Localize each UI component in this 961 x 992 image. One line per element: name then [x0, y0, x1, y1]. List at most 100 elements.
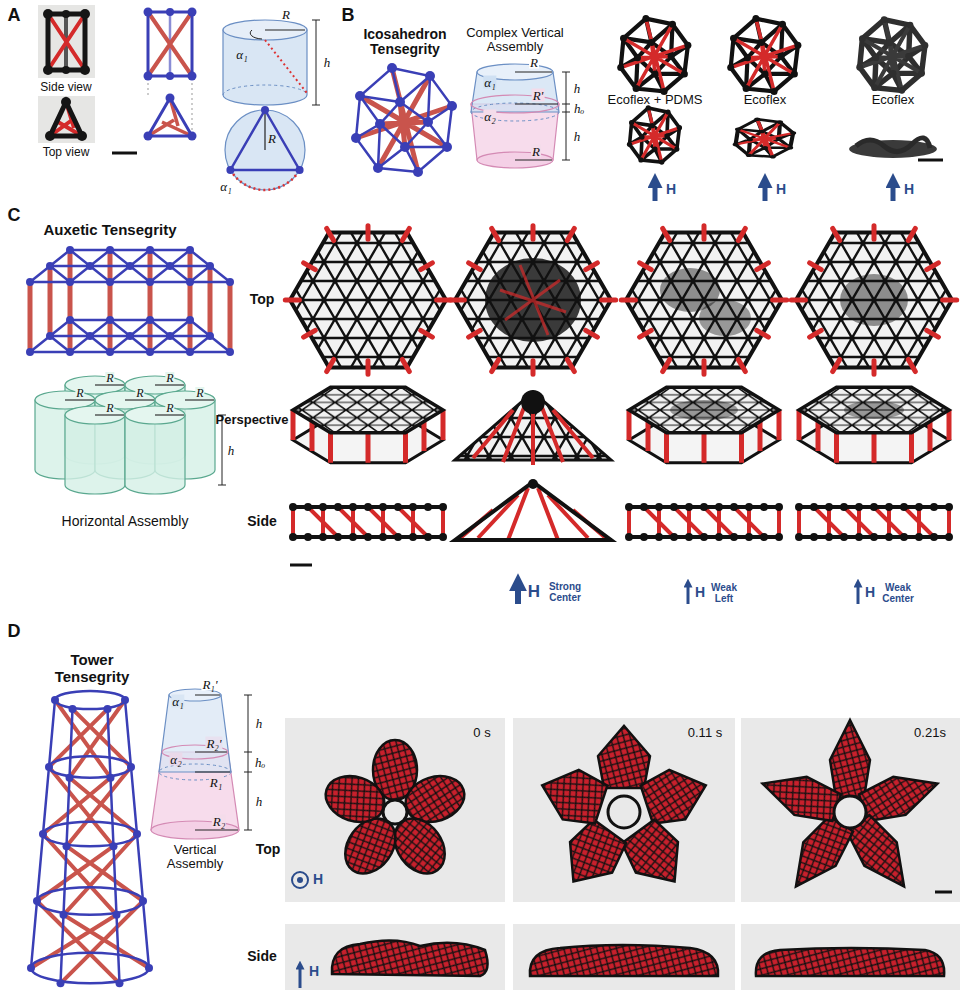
prism-schematic [148, 12, 192, 76]
tower-schematic [116, 979, 124, 987]
angle-symbol: α₁ [483, 76, 496, 89]
auxetic-photo-perspective [629, 387, 779, 462]
tower-schematic [113, 911, 121, 919]
dimension-symbol: h [574, 130, 581, 143]
star-photo-side [756, 948, 944, 976]
dimension-symbol: R [105, 372, 114, 384]
prism-photo-side [80, 65, 90, 75]
prism-schematic [144, 8, 197, 81]
dimension-symbol: R [165, 372, 174, 384]
icosahedron-photo [627, 105, 682, 164]
tower-schematic [127, 763, 135, 771]
icosahedron-photo [860, 20, 925, 91]
star-photo-side [285, 924, 960, 990]
prism-schematic [188, 132, 197, 141]
tower-schematic [37, 887, 143, 915]
cylinder-schematic [230, 170, 299, 190]
time-stamp: 0.11 s [688, 726, 722, 740]
dimension-symbol: R [135, 387, 144, 399]
assembly-title: Horizontal Assembly [62, 514, 189, 529]
field-strength-label: Weak Left [704, 583, 744, 604]
scale-bar [290, 564, 312, 567]
cylinder-schematic [226, 166, 234, 174]
auxetic-photo-perspective [844, 401, 904, 419]
auxetic-photo-side [796, 507, 952, 537]
time-stamp: 0 s [473, 726, 490, 740]
dimension-symbol: hₒ [574, 102, 584, 115]
auxetic-schematic [26, 246, 234, 286]
icosahedron-photo [860, 20, 925, 91]
cylinder-schematic [296, 166, 304, 174]
tower-schematic [139, 897, 147, 905]
cylinder-schematic [250, 30, 262, 39]
tower-schematic [31, 953, 149, 984]
panel-letter: D [8, 622, 21, 642]
cylinder-schematic [223, 20, 307, 40]
star-photo-top [285, 718, 505, 902]
icosahedron-photo [727, 15, 801, 95]
tower-schematic [31, 700, 149, 983]
icosahedron-photo [727, 15, 801, 95]
auxetic-photo-top [500, 265, 566, 335]
dimension-symbol: R₁ [209, 776, 223, 789]
tower-schematic [27, 964, 35, 972]
angle-symbol: α₁ [171, 695, 184, 708]
icosahedron-photo [621, 19, 688, 92]
cylinder-schematic [264, 112, 265, 150]
auxetic-photo-top [840, 274, 908, 326]
angle-symbol: α₁ [236, 48, 247, 61]
star-photo-top [297, 877, 303, 883]
star-photo-top [935, 891, 952, 894]
icosahedron-photo [733, 117, 797, 158]
star-photo-top [285, 718, 960, 902]
vertical-assembly-schematic [151, 689, 252, 839]
prism-photo-top [45, 131, 55, 141]
cylinder-schematic [226, 106, 303, 174]
star-photo-top [598, 726, 650, 788]
cylinder-schematic [223, 20, 320, 190]
field-symbol: H [865, 585, 875, 600]
angle-symbol: α₂ [169, 753, 182, 766]
auxetic-photo-perspective [799, 387, 949, 462]
scale-bar [112, 152, 137, 155]
dimension-symbol: hₒ [255, 756, 265, 769]
auxetic-photo-perspective [670, 400, 738, 420]
prism-schematic [188, 8, 197, 17]
row-label: Top [256, 842, 281, 857]
cylinder-schematic [265, 29, 305, 30]
icosahedron-photo [856, 16, 928, 94]
auxetic-photo-top [485, 258, 581, 342]
auxetic-photo-perspective [293, 387, 443, 462]
material-label: Ecoflex + PDMS [607, 93, 702, 107]
panel-letter: A [8, 6, 21, 26]
tower-schematic [27, 696, 153, 987]
tower-schematic [27, 691, 153, 987]
icosahedron-schematic [351, 63, 457, 177]
panel-letter: C [8, 206, 21, 226]
dimension-symbol: R₂ [212, 815, 226, 828]
icosahedron-schematic [356, 68, 452, 172]
icosahedron-photo [736, 119, 794, 156]
angle-symbol: α₁ [220, 180, 231, 193]
prism-photo-top [45, 97, 87, 141]
auxetic-photo-perspective [455, 390, 611, 465]
tower-schematic [121, 696, 129, 704]
prism-photo-top [50, 102, 82, 136]
row-label: Side [247, 514, 277, 529]
tower-schematic [31, 691, 149, 983]
tower-schematic [51, 696, 59, 704]
view-label: Top view [43, 146, 90, 159]
icosahedron-photo [617, 15, 691, 95]
star-photo-top [639, 761, 714, 830]
icosahedron-photo [630, 108, 680, 162]
prism-photo-top [61, 97, 71, 107]
assembly-title: Complex Vertical Assembly [459, 26, 571, 55]
star-photo-top [534, 726, 714, 897]
structure-title: Auxetic Tensegrity [43, 222, 176, 239]
auxetic-photo-side [290, 479, 952, 540]
time-stamp: 0.21s [914, 726, 946, 740]
prism-photo-top [38, 96, 95, 143]
star-photo-side [332, 940, 488, 976]
auxetic-photo-side [458, 488, 608, 540]
